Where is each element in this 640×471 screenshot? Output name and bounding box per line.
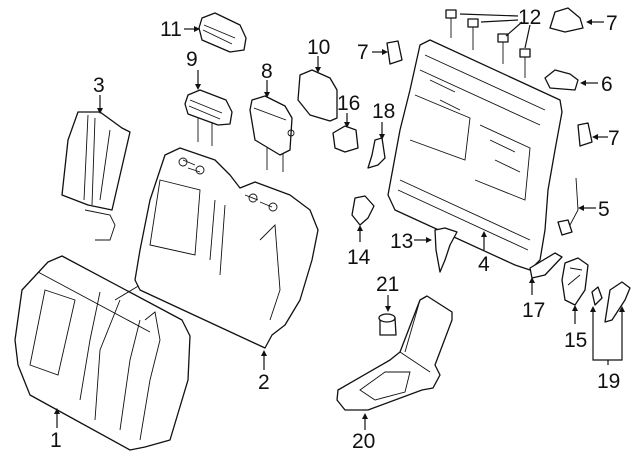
armrest bbox=[336, 295, 453, 411]
callout-label-22: 21 bbox=[376, 273, 399, 296]
side-cover-16 bbox=[561, 257, 589, 306]
callout-22: 21 bbox=[376, 273, 399, 312]
cup-holder-insert bbox=[378, 313, 397, 336]
callout-1: 1 bbox=[50, 408, 62, 452]
headrest-10 bbox=[184, 89, 233, 146]
callout-label-14: 13 bbox=[390, 230, 413, 253]
callout-label-18: 17 bbox=[522, 299, 545, 322]
callout-14: 13 bbox=[390, 230, 432, 253]
clip-19 bbox=[367, 137, 386, 169]
callout-label-4: 4 bbox=[478, 253, 490, 276]
callout-label-19: 18 bbox=[372, 100, 395, 123]
seat-cushion bbox=[14, 255, 191, 451]
heater-pad bbox=[61, 111, 131, 241]
bracket-14 bbox=[434, 227, 458, 273]
callout-20: 19 bbox=[590, 306, 625, 393]
callout-5: 5 bbox=[578, 198, 610, 221]
callout-13: 12 bbox=[459, 6, 541, 49]
callout-18: 17 bbox=[522, 277, 545, 322]
callout-label-1: 1 bbox=[50, 429, 62, 452]
trim-piece-17 bbox=[332, 125, 359, 153]
callout-label-8: 7 bbox=[606, 12, 618, 35]
callout-label-12: 11 bbox=[160, 18, 182, 41]
callout-9: 8 bbox=[261, 60, 273, 98]
callout-label-7b: 7 bbox=[608, 127, 620, 150]
latch-cover bbox=[544, 69, 579, 91]
callout-label-20: 19 bbox=[597, 370, 620, 393]
callout-4: 4 bbox=[478, 231, 490, 276]
callout-11: 10 bbox=[307, 36, 330, 73]
callout-label-11: 10 bbox=[307, 36, 330, 59]
callout-label-3: 3 bbox=[93, 74, 105, 97]
headrest-11 bbox=[297, 69, 338, 122]
headrest-12 bbox=[198, 12, 247, 53]
callout-label-21: 20 bbox=[352, 430, 375, 453]
headrest-9 bbox=[249, 95, 295, 172]
callout-21: 20 bbox=[352, 413, 375, 453]
headrest-guides bbox=[445, 9, 531, 78]
callout-label-16: 15 bbox=[564, 329, 587, 352]
seat-back bbox=[134, 147, 319, 349]
release-handle-set bbox=[591, 281, 631, 323]
callout-6: 6 bbox=[580, 73, 613, 96]
callout-8: 7 bbox=[586, 12, 618, 35]
callout-19: 18 bbox=[372, 100, 395, 140]
callout-10: 9 bbox=[186, 48, 201, 90]
hinge-bracket-18 bbox=[529, 252, 563, 279]
callout-label-9: 8 bbox=[261, 60, 273, 83]
callout-label-15: 14 bbox=[347, 246, 371, 269]
callout-label-13: 12 bbox=[518, 6, 541, 29]
callout-7b: 7 bbox=[592, 127, 620, 150]
callout-15: 14 bbox=[347, 225, 371, 269]
callout-label-7a: 7 bbox=[357, 41, 369, 64]
callout-3: 3 bbox=[93, 74, 105, 114]
callout-label-6: 6 bbox=[601, 73, 613, 96]
callout-16: 15 bbox=[564, 305, 587, 352]
callout-7a: 7 bbox=[357, 41, 388, 64]
release-cable bbox=[557, 177, 579, 236]
callout-label-10: 9 bbox=[186, 48, 198, 71]
latch-trim bbox=[549, 7, 584, 33]
bezel-left bbox=[386, 40, 403, 65]
callout-17: 16 bbox=[337, 92, 360, 128]
bezel-right bbox=[577, 122, 593, 147]
hinge-cover bbox=[351, 195, 375, 226]
callout-label-2: 2 bbox=[258, 371, 270, 394]
callout-12: 11 bbox=[160, 18, 200, 41]
callout-2: 2 bbox=[258, 350, 270, 394]
callout-label-5: 5 bbox=[598, 198, 610, 221]
seat-frame bbox=[387, 39, 563, 271]
callout-label-17: 16 bbox=[337, 92, 360, 115]
